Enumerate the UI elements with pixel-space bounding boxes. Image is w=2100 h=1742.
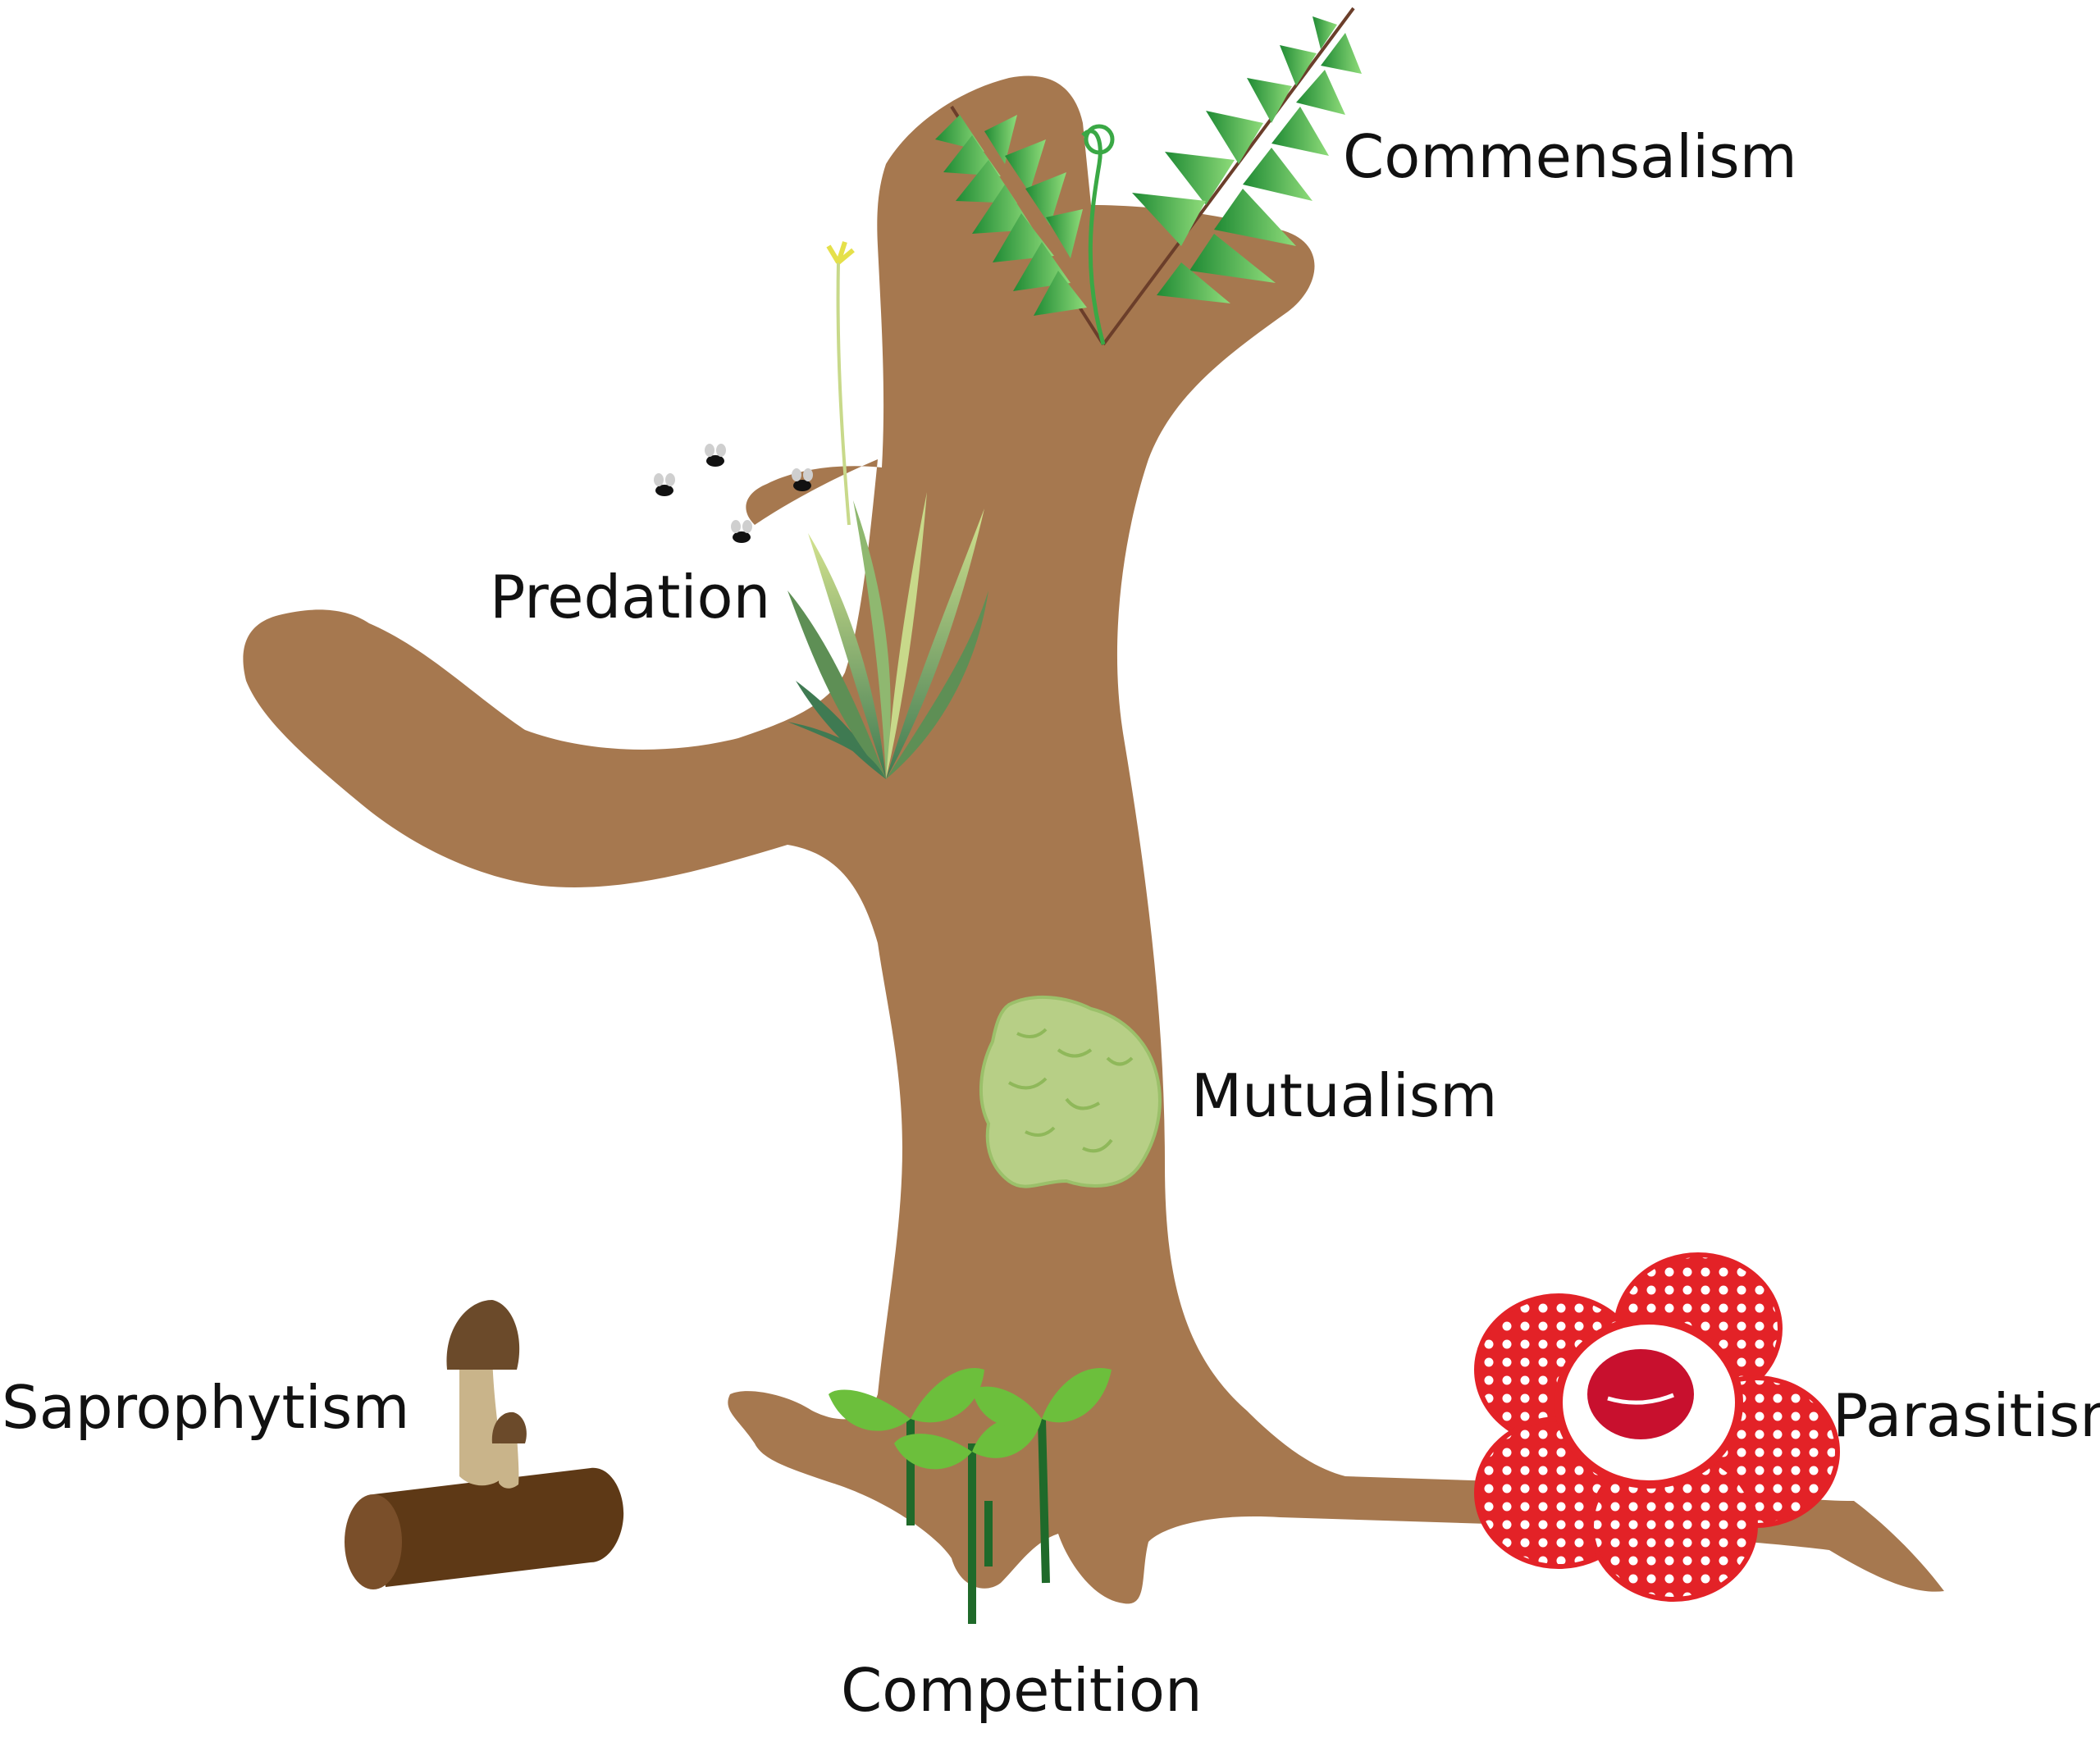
- label-saprophytism: Saprophytism: [2, 1373, 410, 1442]
- label-mutualism: Mutualism: [1191, 1061, 1498, 1130]
- bromeliad-icon: [788, 241, 988, 779]
- label-competition: Competition: [841, 1656, 1203, 1725]
- label-predation: Predation: [490, 563, 771, 632]
- fly-icon: [654, 444, 813, 543]
- lichen-icon: [979, 996, 1162, 1188]
- label-commensalism: Commensalism: [1343, 122, 1797, 191]
- rafflesia-icon: [1474, 1252, 1840, 1602]
- label-parasitism: Parasitism: [1833, 1381, 2100, 1450]
- log-icon: [345, 1467, 624, 1589]
- fern-icon: [935, 7, 1362, 346]
- mushroom-icon: [446, 1300, 527, 1489]
- seedling-icon: [829, 1368, 1112, 1624]
- tree-trunk: [243, 75, 1945, 1604]
